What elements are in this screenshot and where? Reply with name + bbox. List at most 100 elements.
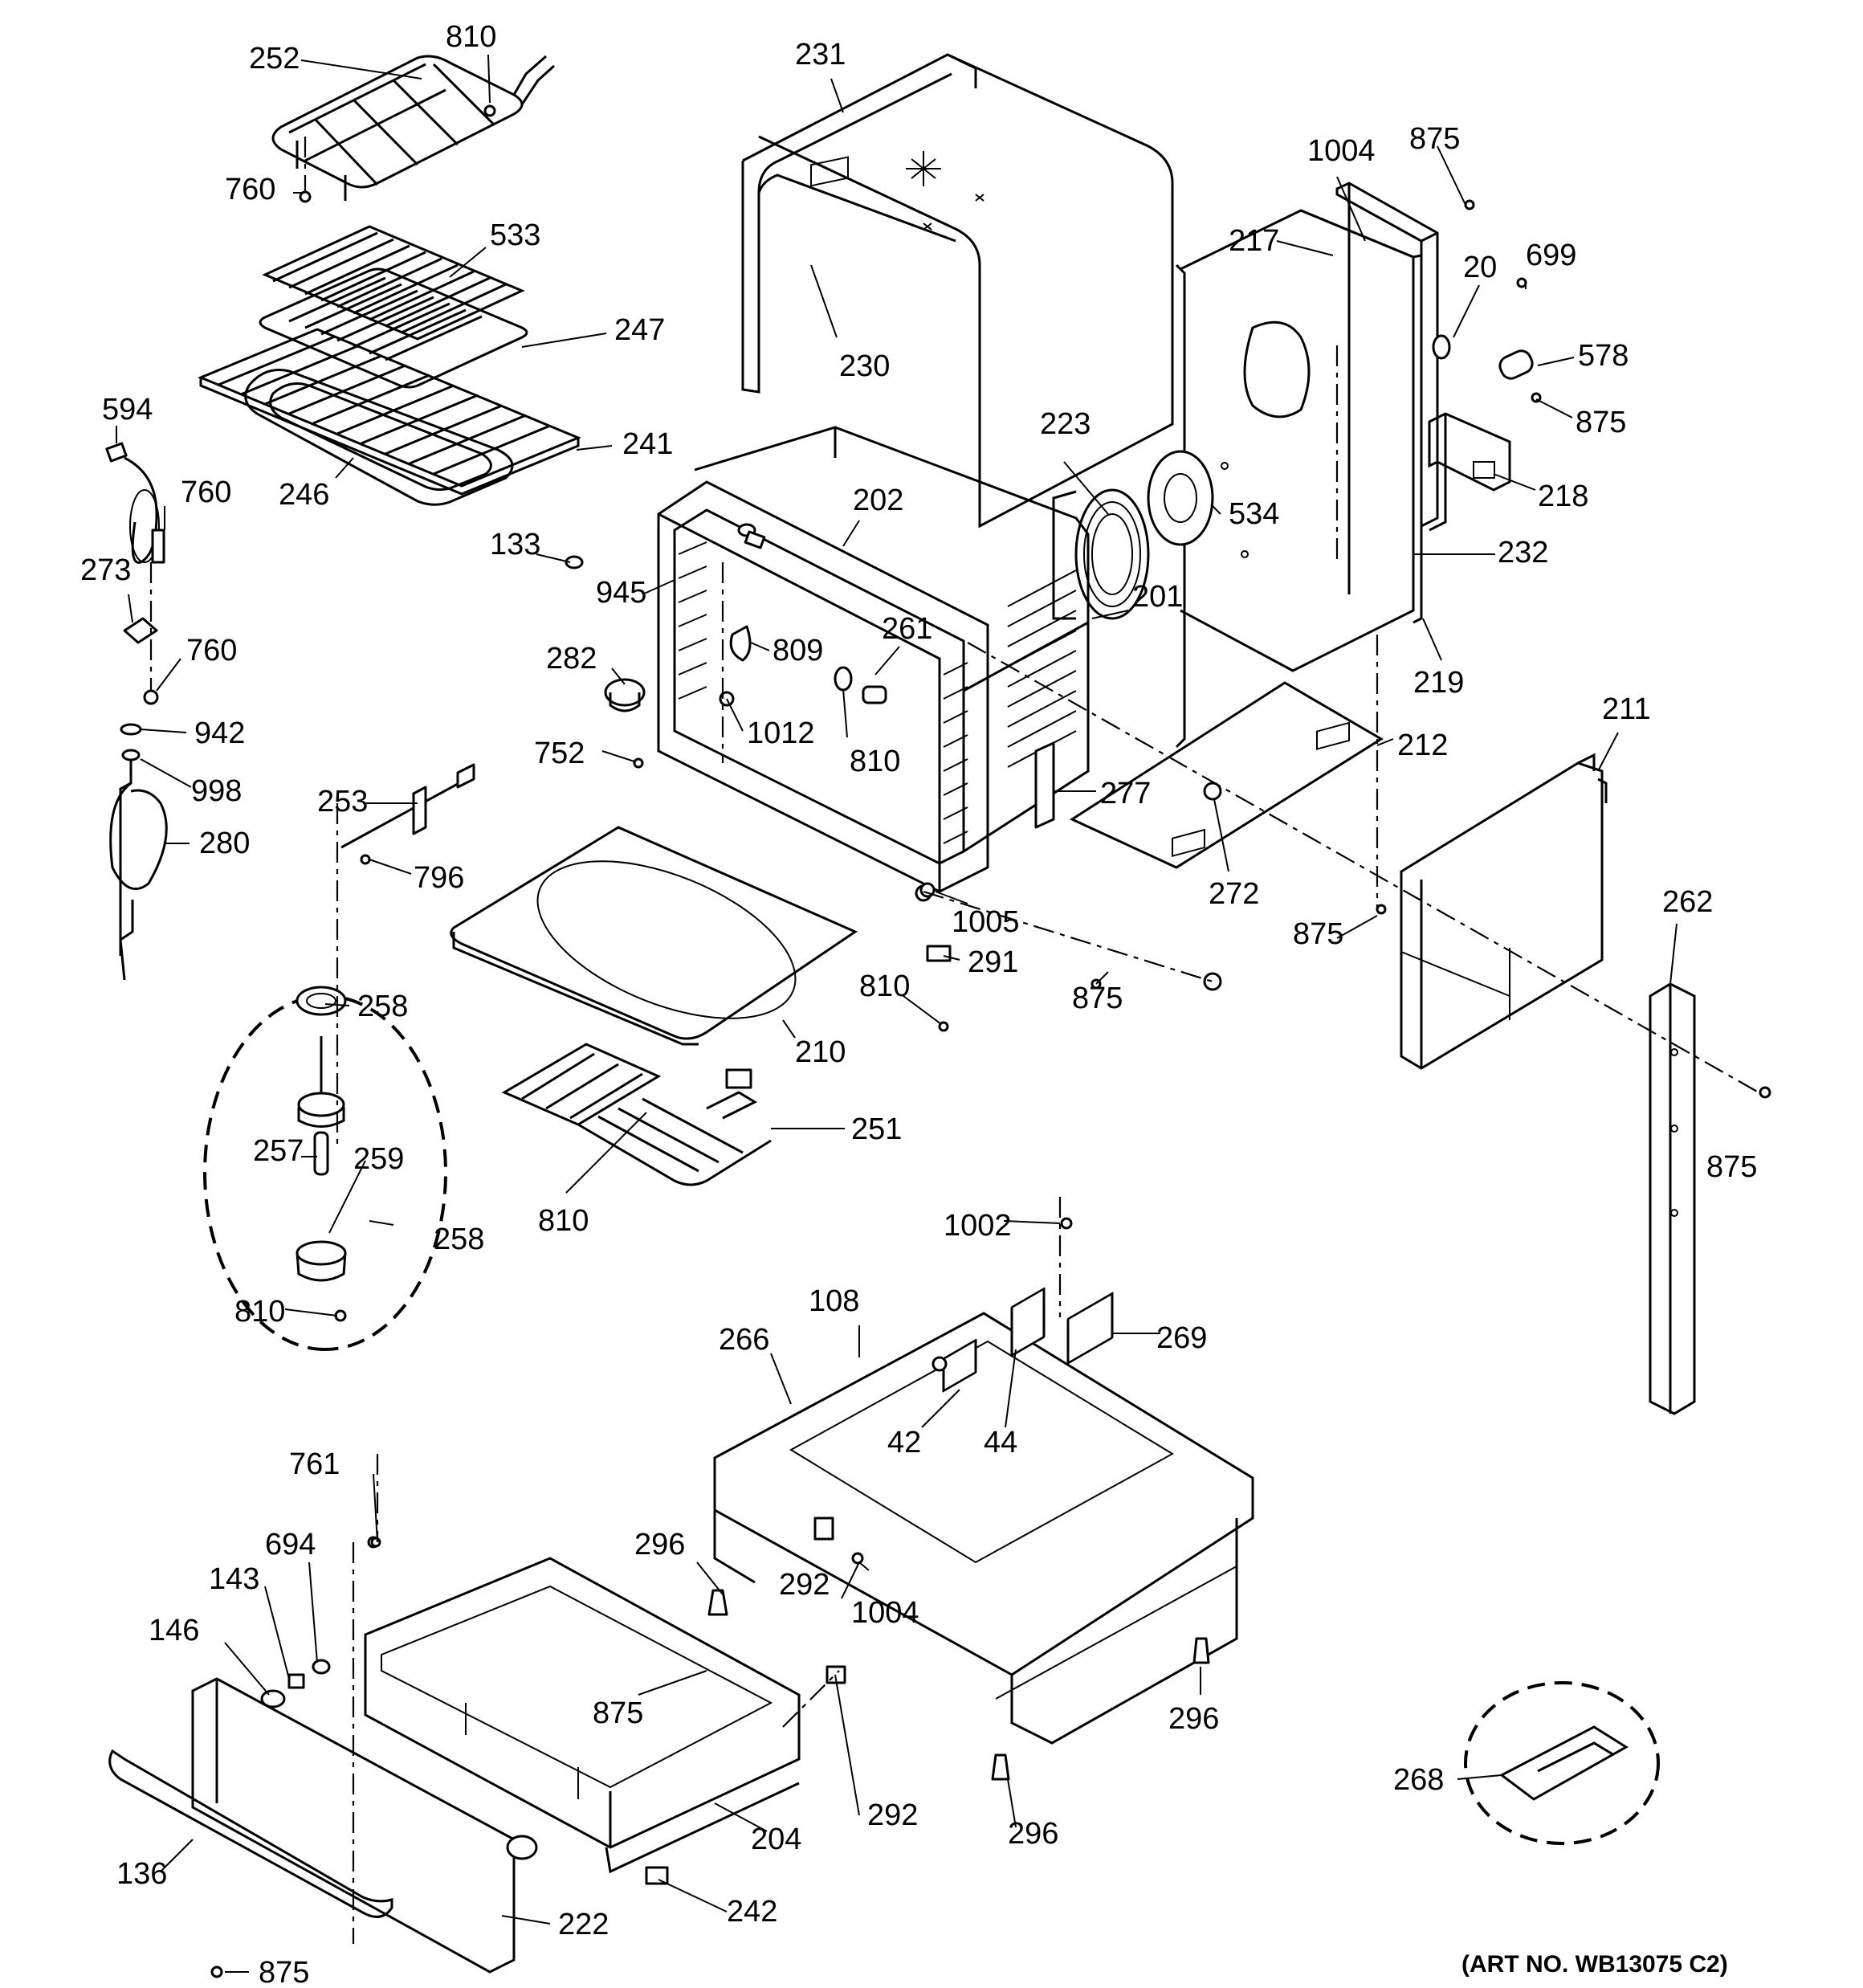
label-269: 269 (1156, 1321, 1207, 1355)
label-242: 242 (727, 1895, 777, 1929)
label-218: 218 (1538, 480, 1588, 513)
label-44: 44 (984, 1426, 1017, 1459)
label-230: 230 (839, 349, 890, 383)
label-1012: 1012 (747, 716, 815, 750)
label-272: 272 (1209, 877, 1259, 911)
detail-268-part (1499, 1725, 1629, 1801)
label-20: 20 (1463, 251, 1497, 284)
label-810: 810 (538, 1204, 589, 1238)
label-259: 259 (353, 1142, 404, 1176)
label-291: 291 (968, 945, 1018, 979)
label-252: 252 (249, 42, 300, 76)
label-942: 942 (194, 716, 245, 750)
label-280: 280 (199, 827, 250, 860)
convection-parts (296, 986, 347, 1322)
label-760: 760 (181, 476, 231, 509)
label-810: 810 (859, 970, 910, 1003)
label-210: 210 (795, 1035, 846, 1069)
label-533: 533 (490, 218, 540, 252)
sensor-assembly (105, 442, 168, 981)
assembly-lines (149, 137, 1759, 1944)
label-232: 232 (1498, 536, 1548, 569)
side-bracket-218 (1428, 412, 1511, 532)
drawer-fasteners (210, 104, 1771, 1978)
label-1004: 1004 (1307, 134, 1376, 168)
convection-fan-223 (1052, 450, 1214, 620)
leader-lines (116, 54, 1678, 1973)
label-247: 247 (614, 313, 665, 347)
rear-panel-211 (1400, 753, 1608, 1070)
label-875: 875 (259, 1956, 309, 1988)
label-534: 534 (1229, 497, 1279, 531)
label-219: 219 (1413, 666, 1464, 700)
oven-rack-533 (262, 225, 525, 341)
label-246: 246 (279, 478, 329, 512)
label-273: 273 (80, 553, 131, 587)
broiler-pan-246 (244, 369, 514, 506)
label-223: 223 (1040, 407, 1090, 441)
label-810: 810 (234, 1295, 285, 1329)
label-204: 204 (751, 1823, 801, 1856)
label-258: 258 (357, 990, 408, 1023)
drawer-front-222 (191, 1677, 516, 1974)
art-number: (ART NO. WB13075 C2) (1461, 1951, 1728, 1978)
label-292: 292 (867, 1798, 918, 1832)
label-875: 875 (1706, 1150, 1757, 1184)
label-133: 133 (490, 528, 540, 561)
label-262: 262 (1662, 885, 1713, 919)
label-108: 108 (809, 1284, 859, 1318)
label-261: 261 (882, 612, 932, 646)
detail-268 (1464, 1681, 1660, 1845)
label-998: 998 (191, 774, 242, 808)
label-875: 875 (1409, 122, 1460, 156)
drawer-handle-136 (108, 1749, 393, 1918)
label-212: 212 (1397, 729, 1448, 762)
label-945: 945 (596, 576, 646, 610)
label-760: 760 (186, 634, 237, 667)
label-875: 875 (593, 1696, 643, 1730)
label-1004: 1004 (851, 1596, 919, 1630)
label-257: 257 (253, 1134, 304, 1168)
label-277: 277 (1100, 777, 1151, 810)
label-258: 258 (434, 1223, 484, 1256)
label-143: 143 (209, 1562, 259, 1596)
bake-element-251 (501, 1043, 772, 1186)
label-241: 241 (622, 427, 673, 461)
label-594: 594 (102, 393, 153, 427)
oven-rack-241 (198, 328, 581, 496)
label-761: 761 (289, 1447, 340, 1481)
label-268: 268 (1393, 1763, 1444, 1797)
label-266: 266 (719, 1323, 769, 1357)
label-1005: 1005 (952, 905, 1020, 939)
label-699: 699 (1526, 239, 1576, 272)
label-211: 211 (1602, 692, 1651, 726)
small-parts-20-578 (1432, 334, 1534, 380)
label-231: 231 (795, 38, 846, 71)
label-752: 752 (534, 737, 585, 770)
part-labels: 252 810 760 533 247 241 246 594 760 273 … (80, 20, 1757, 1988)
label-578: 578 (1578, 339, 1629, 373)
label-875: 875 (1576, 406, 1626, 439)
label-875: 875 (1293, 917, 1343, 951)
label-296: 296 (1008, 1817, 1058, 1851)
cavity-fasteners (565, 523, 1222, 991)
label-694: 694 (265, 1528, 316, 1561)
label-810: 810 (850, 745, 900, 778)
oven-top-wrapper-231 (741, 53, 1174, 529)
label-201: 201 (1132, 580, 1183, 614)
oven-front-frame-202 (657, 480, 989, 893)
label-202: 202 (853, 484, 903, 517)
label-296: 296 (634, 1528, 685, 1561)
side-bracket-217 (1335, 182, 1439, 594)
drawer-chassis-266 (713, 1287, 1254, 1745)
label-222: 222 (558, 1908, 609, 1941)
oven-bottom-212 (1069, 681, 1384, 869)
label-809: 809 (773, 634, 823, 667)
label-292: 292 (779, 1568, 830, 1602)
label-796: 796 (414, 861, 464, 895)
label-42: 42 (887, 1426, 921, 1459)
label-760: 760 (225, 173, 275, 206)
label-217: 217 (1229, 224, 1279, 258)
vertical-strap-262 (1649, 982, 1696, 1415)
